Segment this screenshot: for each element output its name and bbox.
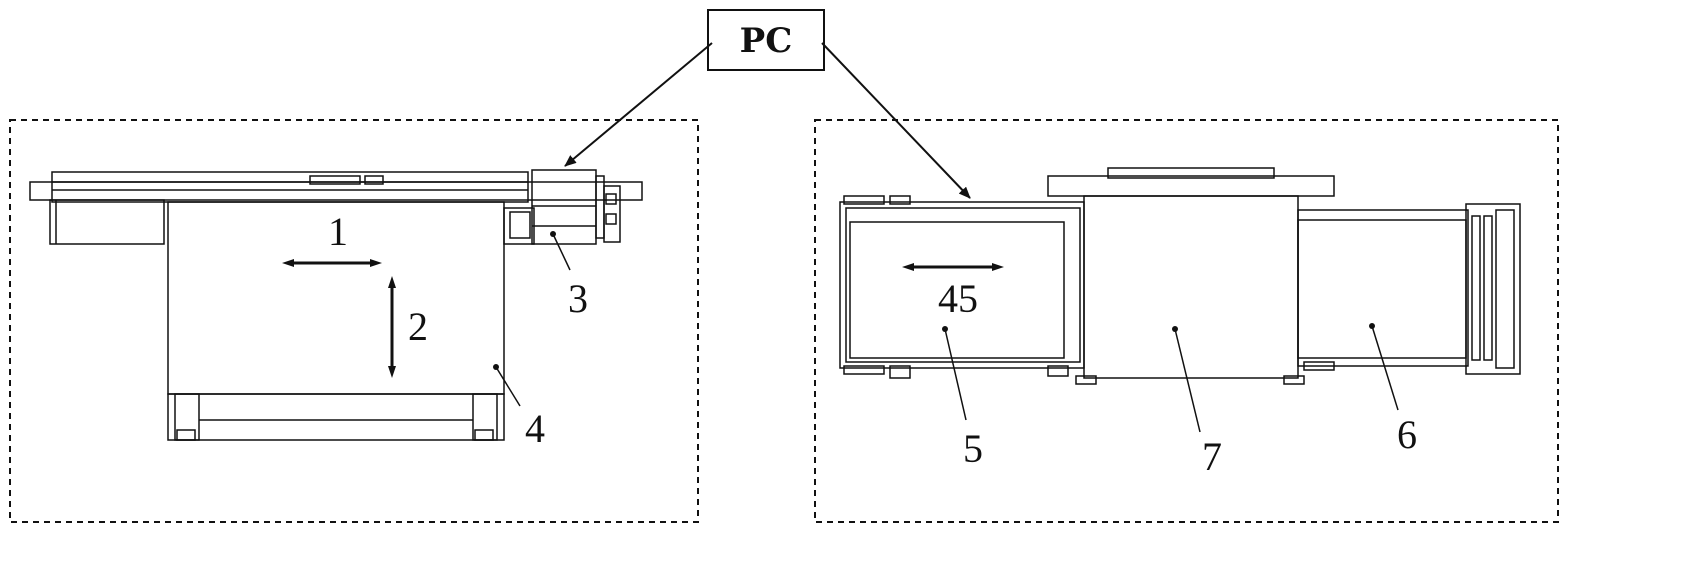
printer-machine: [29, 169, 643, 441]
label-3-print-head: 3: [568, 276, 588, 321]
label-1-x-axis: 1: [328, 209, 348, 254]
label-45-motion: 45: [938, 276, 978, 321]
label-4-print-table: 4: [525, 406, 545, 451]
label-2-y-axis: 2: [408, 304, 428, 349]
y-axis-motion-arrow: [388, 276, 396, 378]
pc-label: PC: [740, 21, 793, 61]
loading-motion-arrow: [902, 263, 1004, 271]
left-end-bracket: [49, 199, 165, 245]
label-5-loading-section: 5: [963, 426, 983, 471]
printer-unit-dashed-boundary: [9, 119, 699, 523]
label-6-unloading-section: 6: [1397, 412, 1417, 457]
conveyor-system: [839, 167, 1521, 385]
print-head-carriage: [531, 169, 597, 245]
unloading-section: [1297, 209, 1469, 367]
printing-section: [1083, 195, 1299, 379]
label-7-printing-section: 7: [1202, 434, 1222, 479]
system-diagram: PC: [9, 9, 1559, 523]
conveyor-leader-lines: [942, 323, 1399, 433]
pc-to-printer-connector: [564, 42, 713, 167]
conveyor-unit-dashed-boundary: [814, 119, 1559, 523]
x-axis-motion-arrow: [282, 259, 382, 267]
printer-leader-lines: [493, 231, 571, 407]
diagram-canvas: PC: [9, 9, 1559, 523]
base-frame: [167, 393, 505, 441]
pc-computer-box: PC: [707, 9, 825, 71]
